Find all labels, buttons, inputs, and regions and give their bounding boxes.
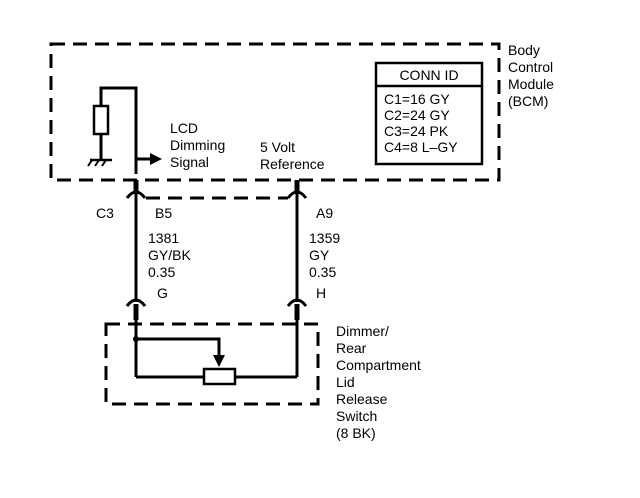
- pin-label-a9: A9: [316, 205, 333, 221]
- pin-label-h: H: [316, 285, 326, 301]
- conn-id-row: C4=8 L–GY: [384, 139, 458, 155]
- wire-right-label: 1359 GY 0.35: [309, 230, 344, 280]
- potentiometer-circuit: [133, 320, 299, 386]
- pin-label-g: G: [157, 285, 168, 301]
- bcm-outline: [49, 42, 501, 182]
- bcm-internal-circuit: [87, 86, 162, 174]
- wire-left-label: 1381 GY/BK 0.35: [148, 230, 195, 280]
- five-volt-reference-label: 5 Volt Reference: [260, 139, 325, 172]
- conn-id-row: C3=24 PK: [384, 123, 449, 139]
- arrow-down-icon: [213, 355, 225, 367]
- switch-label: Dimmer/ Rear Compartment Lid Release Swi…: [336, 323, 425, 441]
- potentiometer-icon: [202, 367, 237, 386]
- connector-c3: [125, 180, 308, 200]
- bcm-label: Body Control Module (BCM): [508, 42, 558, 109]
- resistor-icon: [92, 104, 110, 136]
- switch-connector: [125, 298, 308, 320]
- conn-id-row: C1=16 GY: [384, 91, 450, 107]
- switch-outline: [104, 322, 320, 406]
- conn-id-title: CONN ID: [399, 67, 458, 83]
- arrow-right-icon: [150, 153, 162, 165]
- pin-label-b5: B5: [155, 205, 172, 221]
- conn-id-box: CONN ID C1=16 GY C2=24 GY C3=24 PK C4=8 …: [374, 61, 484, 166]
- lcd-dimming-signal-label: LCD Dimming Signal: [170, 120, 229, 170]
- ground-icon: [87, 158, 112, 167]
- connector-name-label: C3: [96, 205, 114, 221]
- conn-id-row: C2=24 GY: [384, 107, 450, 123]
